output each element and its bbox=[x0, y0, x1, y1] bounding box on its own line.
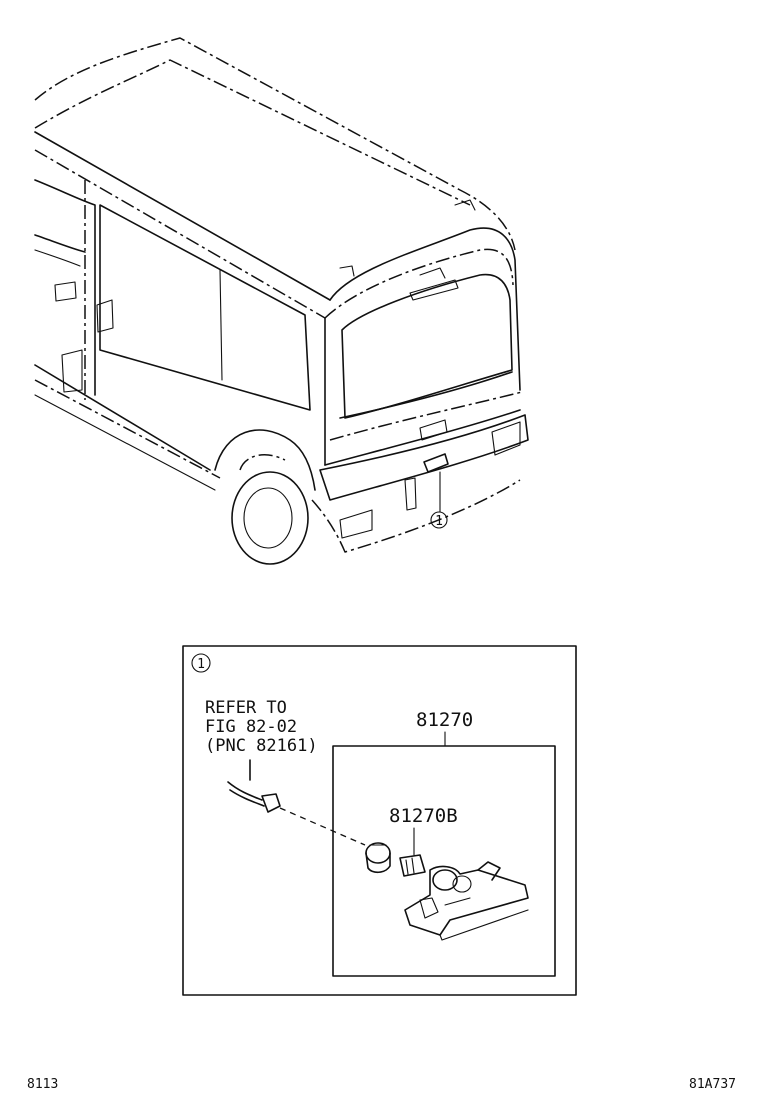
refer-line-2: FIG 82-02 bbox=[205, 717, 297, 737]
assembly-frame bbox=[332, 745, 556, 977]
connection-dashed-line bbox=[279, 807, 366, 846]
footer-left-code: 8113 bbox=[27, 1077, 58, 1092]
assembly-part-label: 81270 bbox=[416, 709, 473, 731]
refer-line-3: (PNC 82161) bbox=[205, 736, 318, 756]
detail-frame bbox=[182, 645, 577, 996]
bulb-part-label: 81270B bbox=[389, 805, 458, 827]
callout-marker: 1 bbox=[430, 511, 448, 529]
detail-marker-circle bbox=[191, 653, 211, 673]
detail-marker: 1 bbox=[191, 653, 211, 673]
bulb bbox=[399, 854, 426, 877]
footer-right-code: 81A737 bbox=[689, 1077, 736, 1092]
refer-line-1: REFER TO bbox=[205, 698, 287, 718]
van-illustration bbox=[34, 37, 529, 565]
wire-connector bbox=[227, 759, 281, 813]
callout-circle bbox=[430, 511, 448, 529]
detail-marker-number: 1 bbox=[197, 657, 205, 672]
lamp-housing bbox=[404, 861, 529, 941]
socket bbox=[365, 842, 391, 874]
callout-number: 1 bbox=[435, 514, 443, 529]
